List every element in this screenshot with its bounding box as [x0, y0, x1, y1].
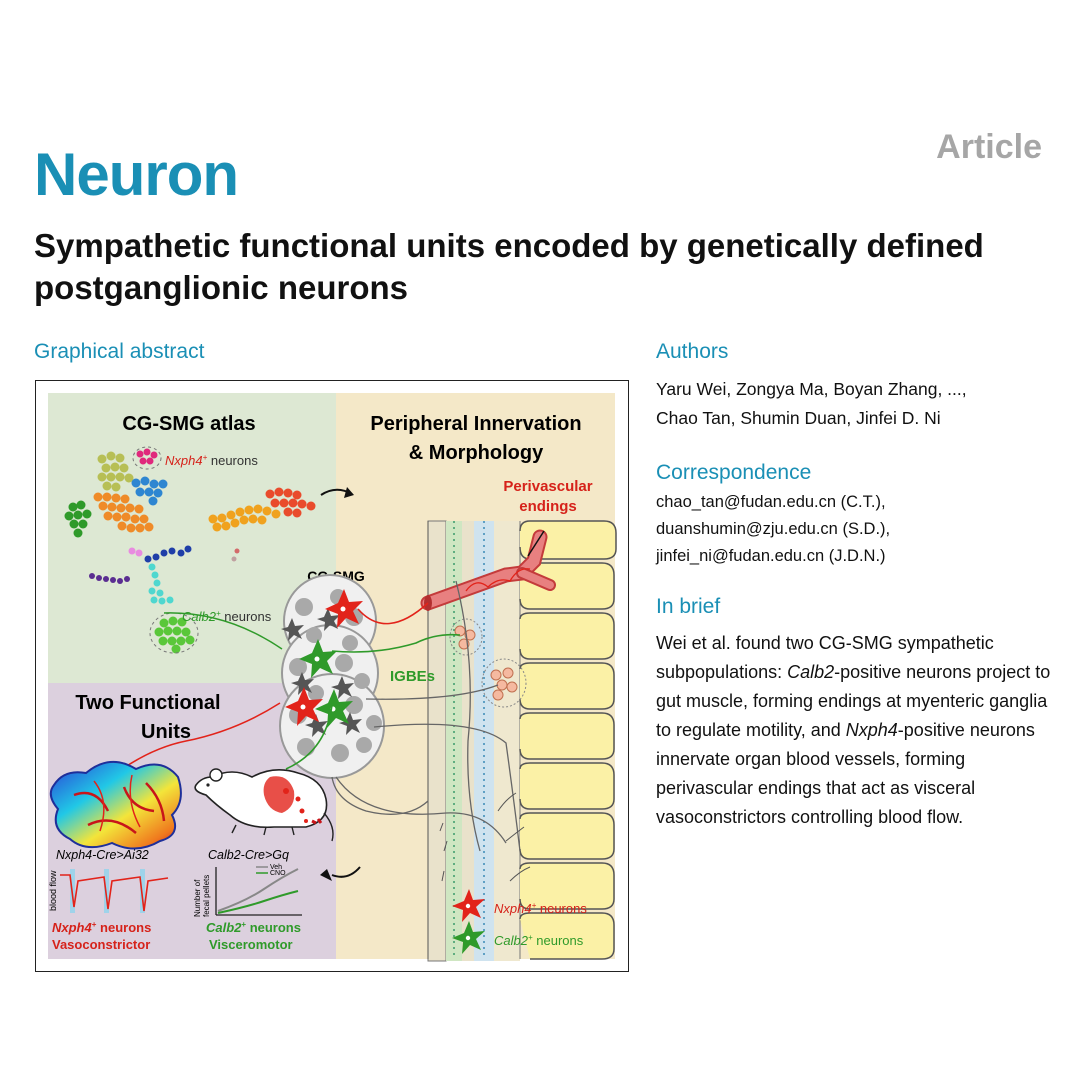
perivascular-label-2: endings	[519, 498, 577, 515]
peripheral-title-2: & Morphology	[409, 442, 544, 464]
correspondence-list: chao_tan@fudan.edu.cn (C.T.), duanshumin…	[656, 489, 890, 570]
nerve-branches	[439, 792, 531, 882]
brief-part: -positive neurons project to gut muscle,…	[656, 662, 1051, 740]
atlas-title: CG-SMG atlas	[122, 413, 255, 435]
fecal-axis-label-1: Number of	[193, 879, 202, 917]
peripheral-title-1: Peripheral Innervation	[370, 413, 581, 435]
gene-name: Nxph4	[845, 720, 898, 740]
calb2-cluster-label: Calb2+ neurons	[182, 609, 272, 624]
email-line[interactable]: duanshumin@zju.edu.cn (S.D.),	[656, 520, 891, 538]
graphical-abstract-figure: CG-SMG atlas Peripheral Innervation & Mo…	[35, 380, 629, 972]
blood-flow-heatmap	[49, 761, 182, 850]
in-brief-heading: In brief	[656, 595, 721, 618]
authors-line: Chao Tan, Shumin Duan, Jinfei D. Ni	[656, 408, 941, 428]
journal-name: Neuron	[34, 141, 239, 208]
fecal-pellet-plot: Veh CNO Number of fecal pellets	[193, 864, 302, 917]
brief-part: Wei et al. found two CG-SMG sympathetic …	[656, 633, 994, 682]
calb2-result-2: Visceromotor	[209, 937, 293, 952]
igbes-label: IGBEs	[390, 668, 435, 685]
legend-nxph4-label: Nxph4+ neurons	[494, 901, 587, 916]
blood-flow-plot: blood flow	[48, 869, 169, 913]
article-type: Article	[936, 128, 1042, 166]
perivascular-pointer	[527, 530, 545, 557]
arrow-to-units	[331, 866, 361, 878]
nxph4-cluster-outline	[132, 446, 162, 470]
enteric-ganglia	[449, 618, 527, 708]
blood-flow-axis-label: blood flow	[48, 870, 58, 911]
cno-legend: CNO	[270, 870, 286, 877]
email-line[interactable]: chao_tan@fudan.edu.cn (C.T.),	[656, 493, 886, 511]
gray-neuron-icons	[281, 608, 362, 737]
arrow-head-icon	[344, 487, 354, 498]
gene-name: Calb2	[787, 662, 835, 682]
perivascular-label-1: Perivascular	[503, 478, 592, 495]
units-title-1: Two Functional	[75, 692, 220, 714]
cgsmg-ganglion	[279, 574, 385, 779]
legend: Nxph4+ neurons Calb2+ neurons	[452, 889, 587, 954]
calb2-atlas-link	[163, 612, 283, 650]
in-brief-text: Wei et al. found two CG-SMG sympathetic …	[656, 629, 1051, 832]
calb2-result-1: Calb2+ neurons	[206, 920, 301, 935]
gut-villi	[519, 520, 617, 960]
arrow-head-icon	[320, 869, 332, 881]
umap-clusters	[64, 448, 316, 654]
mouse-illustration	[194, 768, 334, 842]
veh-legend: Veh	[270, 864, 282, 871]
calb2-fiber-to-mouse	[285, 704, 333, 770]
blood-vessel	[420, 529, 556, 611]
units-title-2: Units	[141, 721, 191, 743]
email-line[interactable]: jinfei_ni@fudan.edu.cn (J.D.N.)	[656, 547, 886, 565]
correspondence-heading: Correspondence	[656, 461, 812, 484]
brief-part: -positive neurons innervate organ blood …	[656, 720, 1035, 827]
perivascular-ending-fiber	[465, 568, 531, 592]
legend-calb2-label: Calb2+ neurons	[494, 933, 584, 948]
authors-line: Yaru Wei, Zongya Ma, Boyan Zhang, ...,	[656, 379, 967, 399]
authors-list: Yaru Wei, Zongya Ma, Boyan Zhang, ..., C…	[656, 375, 1046, 433]
graphical-abstract-svg: CG-SMG atlas Peripheral Innervation & Mo…	[48, 393, 617, 962]
paper-title: Sympathetic functional units encoded by …	[34, 227, 984, 306]
nxph4-result-1: Nxph4+ neurons	[52, 920, 151, 935]
fecal-axis-label-2: fecal pellets	[202, 875, 211, 917]
nxph4-fiber-to-vessel	[357, 602, 429, 625]
nxph4-cluster-label: Nxph4+ neurons	[165, 453, 258, 468]
nxph4-neuron-icon	[285, 589, 363, 726]
calb2-fiber-to-ganglia	[331, 633, 461, 653]
nxph4-result-2: Vasoconstrictor	[52, 937, 150, 952]
calb2-cre-label: Calb2-Cre>Gq	[208, 848, 289, 862]
graphical-abstract-label: Graphical abstract	[34, 340, 205, 363]
nxph4-cre-label: Nxph4-Cre>Ai32	[56, 848, 149, 862]
authors-heading: Authors	[656, 340, 729, 363]
gray-fibers	[331, 580, 521, 852]
nxph4-fiber-to-organ	[105, 702, 281, 782]
